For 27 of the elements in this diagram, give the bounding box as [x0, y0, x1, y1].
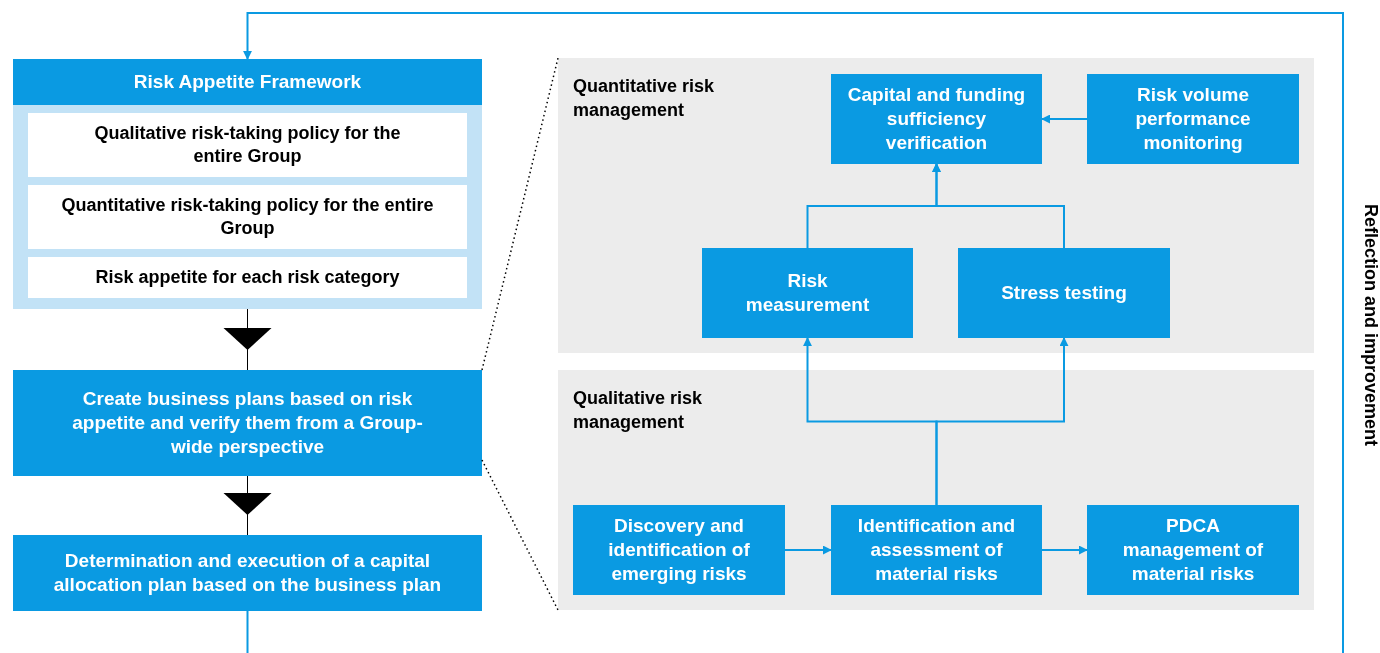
process-box: Identification and assessment of material risks — [831, 505, 1042, 595]
process-box: Capital and funding sufficiency verification — [831, 74, 1042, 164]
section-panel — [558, 370, 1314, 610]
policy-box: Risk appetite for each risk category — [28, 257, 467, 298]
process-box: Create business plans based on risk appetite and verify them from a Group-wide perspective — [13, 370, 482, 476]
panel-header: Risk Appetite Framework — [13, 59, 482, 105]
section-panel — [558, 58, 1314, 353]
edge-label: Reflection and improvement — [1359, 202, 1380, 448]
process-box: Discovery and identification of emerging risks — [573, 505, 785, 595]
section-heading: Qualitative risk management — [573, 387, 704, 434]
process-box: PDCA management of material risks — [1087, 505, 1299, 595]
process-box: Determination and execution of a capital allocation plan based on the business plan — [13, 535, 482, 611]
process-box: Risk measurement — [702, 248, 913, 338]
policy-box: Qualitative risk-taking policy for the entire Group — [28, 113, 467, 177]
process-box: Risk volume performance monitoring — [1087, 74, 1299, 164]
arrow — [1041, 545, 1088, 555]
chevron-arrow — [223, 475, 272, 536]
framework-panel — [13, 59, 482, 309]
arrow — [243, 12, 1344, 653]
policy-box: Quantitative risk-taking policy for the entire Group — [28, 185, 467, 249]
arrow — [935, 337, 1069, 506]
section-heading: Quantitative risk management — [573, 75, 716, 122]
arrow — [1041, 114, 1088, 124]
arrow — [784, 545, 832, 555]
process-box: Stress testing — [958, 248, 1170, 338]
arrow — [932, 163, 1065, 249]
chevron-arrow — [223, 308, 272, 371]
